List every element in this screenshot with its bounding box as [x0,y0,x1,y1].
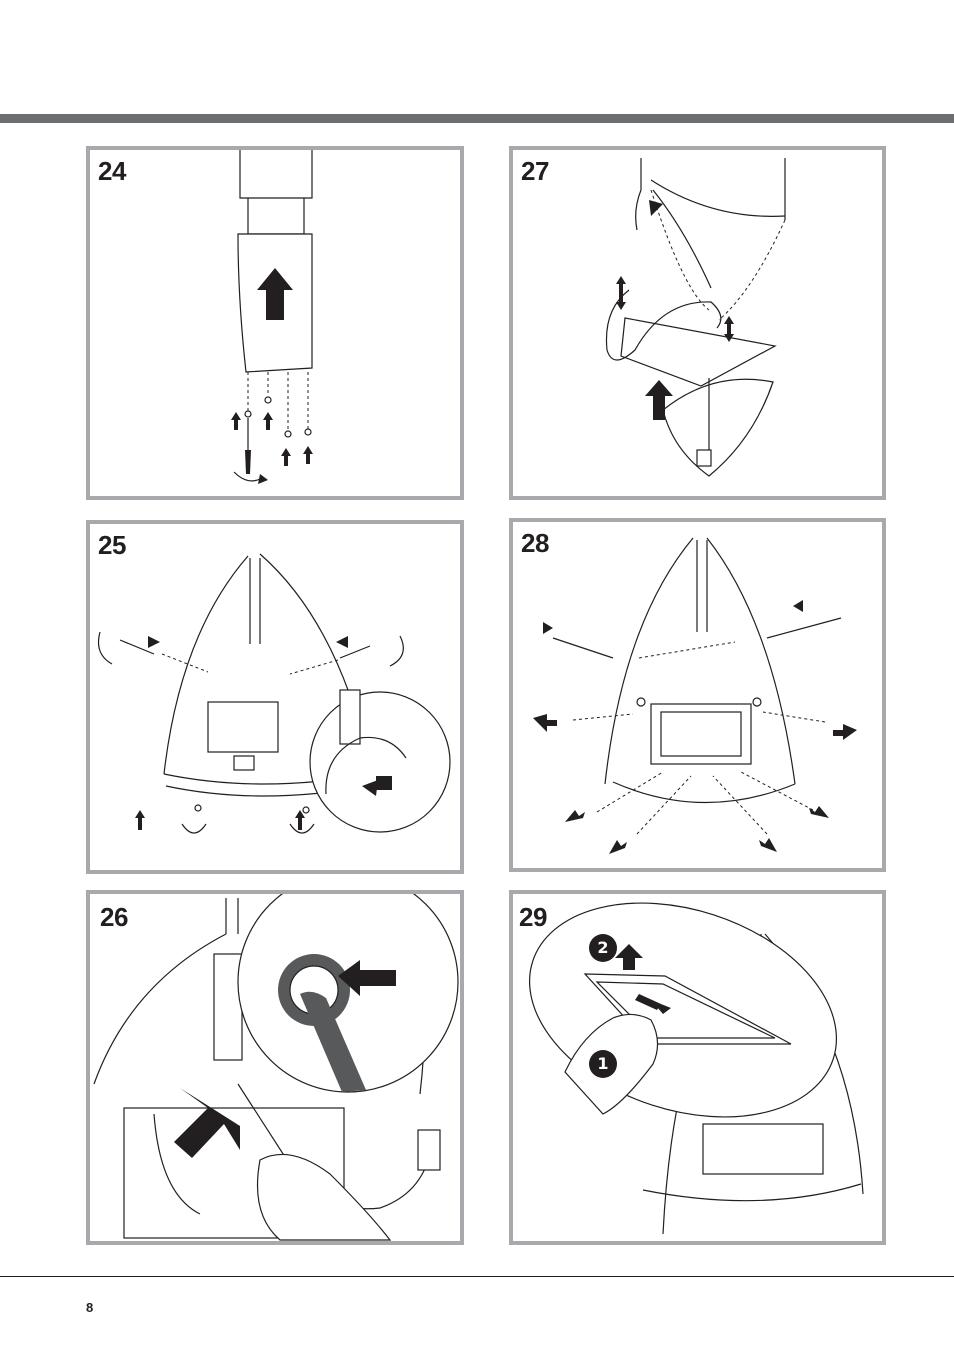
cable-feed-drawing [90,894,460,1241]
figure-number: 25 [98,530,126,561]
figure-number: 24 [98,156,126,187]
callout-two: 2 [597,938,608,957]
page-number: 8 [86,1300,93,1315]
footer-rule [0,1276,954,1277]
chimney-assembly-drawing [90,150,460,496]
callout-one: 1 [597,1054,608,1073]
figure-28: 28 [509,518,886,872]
figure-24: 24 [86,146,464,500]
header-bar [0,114,954,123]
figure-number: 27 [521,156,549,187]
figure-27: 27 [509,146,886,500]
figure-25: 25 [86,520,464,874]
hood-side-screws-drawing [513,522,882,868]
hood-canopy-screws-drawing [90,524,460,870]
figure-26: 26 [86,890,464,1245]
figure-number: 26 [100,902,128,933]
figure-number: 28 [521,528,549,559]
figure-number: 29 [519,902,547,933]
hood-wiring-drawing [513,150,882,496]
figure-29: 29 2 1 [509,890,886,1245]
grease-filter-removal-drawing: 2 1 [513,894,882,1241]
